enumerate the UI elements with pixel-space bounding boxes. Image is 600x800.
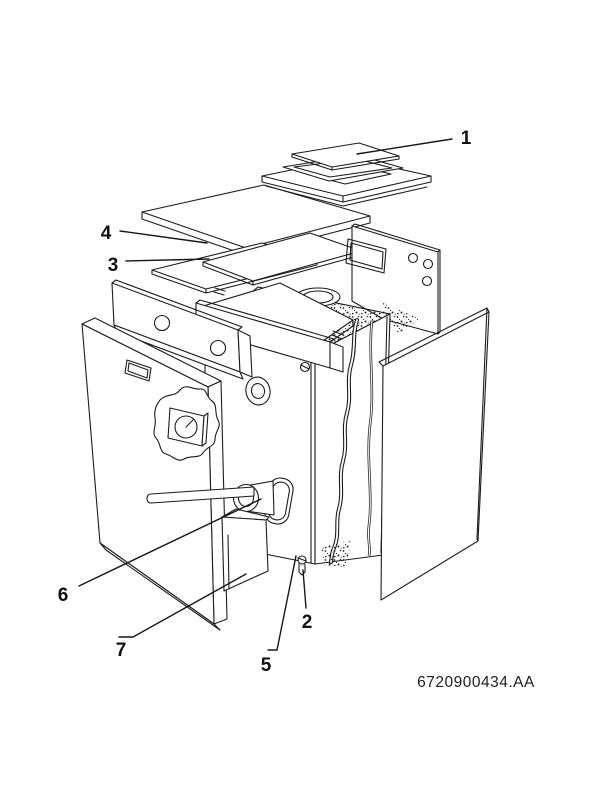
front-grommet [245,376,271,406]
leader-5 [267,555,297,651]
insulation-boards [151,232,362,294]
part-number: 6720900434.AA [417,674,535,691]
burner-box [221,508,270,592]
callout-7: 7 [116,640,127,661]
top-cover-assembly [261,142,432,207]
leader-7 [118,573,247,638]
callout-6: 6 [58,585,69,606]
panel-hole [209,339,227,357]
callout-5: 5 [261,655,272,676]
callout-3: 3 [108,255,119,276]
insulation-patch [321,541,351,567]
control-cover-panel [111,279,253,380]
door-slot [124,359,152,382]
burner-support-bar [146,486,255,504]
leader-1 [356,138,453,155]
burner-tube [146,477,294,525]
side-panel [378,307,490,601]
rear-panel-hole [422,258,434,270]
panel-hole [153,314,171,332]
rear-panel-hole [421,275,433,287]
fixing-screw [297,555,307,576]
knob-screw [299,361,311,373]
rear-panel [345,223,441,335]
leader-4 [119,230,208,244]
leader-3 [125,258,210,262]
rear-panel-hole [407,252,419,264]
leader-lines [78,138,453,651]
door-star-knob [153,386,220,461]
leader-6 [78,498,262,587]
insulation-patch [383,303,420,333]
leader-2 [302,569,307,609]
callout-1: 1 [461,128,472,149]
callout-2: 2 [302,612,313,633]
callout-4: 4 [101,223,112,244]
